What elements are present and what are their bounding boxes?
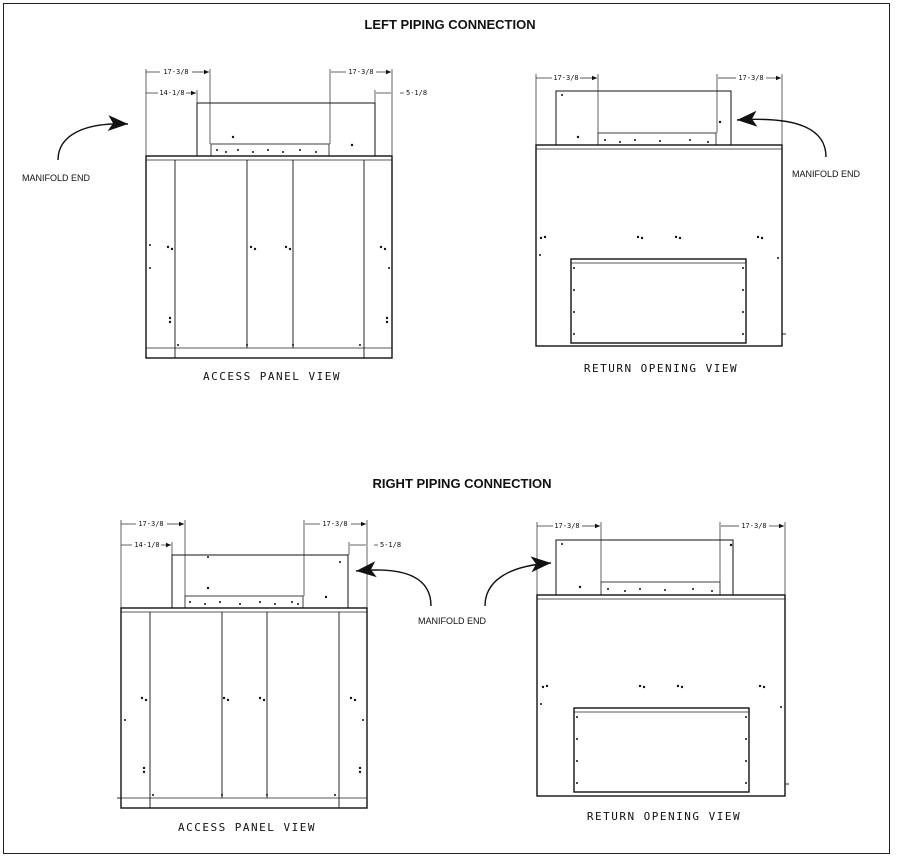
manifold-end-label: MANIFOLD END [792, 169, 861, 179]
cabinet-outline [536, 594, 786, 797]
return-opening-view-caption: RETURN OPENING VIEW [584, 362, 738, 375]
return-opening [573, 707, 750, 793]
access-panel-view-caption: ACCESS PANEL VIEW [203, 370, 341, 383]
access-panel-view-caption: ACCESS PANEL VIEW [178, 821, 316, 834]
dim-inner-left: 14-1/8 [134, 541, 159, 549]
manifold-end-arrow [57, 115, 129, 161]
right-piping-title: RIGHT PIPING CONNECTION [372, 476, 551, 491]
dim-inner-left: 14-1/8 [159, 89, 184, 97]
dim-outer-left: 17-3/8 [163, 68, 188, 76]
left-access-panel-view: 17-3/8 14-1/8 17-3/8 5-1/8 MANIFOLD END … [22, 68, 427, 383]
manifold-box [555, 539, 734, 596]
dim-right: 17-3/8 [741, 522, 766, 530]
dim-outer-left: 17-3/8 [138, 520, 163, 528]
manifold-box [171, 554, 349, 609]
coil-header [600, 581, 721, 596]
coil-header [210, 143, 330, 157]
cabinet-outline [145, 155, 393, 359]
manifold-end-arrow-right [484, 556, 552, 607]
return-opening [570, 258, 747, 344]
coil-header [597, 132, 717, 146]
left-return-opening-view: 17-3/8 17-3/8 MANIFOLD END RETURN OPENIN… [535, 74, 861, 375]
left-piping-title: LEFT PIPING CONNECTION [364, 17, 535, 32]
manifold-end-label: MANIFOLD END [418, 616, 487, 626]
manifold-end-label: MANIFOLD END [22, 173, 91, 183]
cabinet-outline [120, 607, 368, 809]
dim-outer-right: 17-3/8 [322, 520, 347, 528]
right-manifold-end-callout: MANIFOLD END [355, 556, 552, 626]
right-access-panel-view: 17-3/8 14-1/8 17-3/8 5-1/8 ACCESS PANEL … [117, 520, 401, 834]
cabinet-outline [535, 144, 783, 347]
dim-outer-right: 17-3/8 [348, 68, 373, 76]
manifold-box [555, 90, 732, 146]
manifold-end-arrow [736, 110, 827, 158]
manifold-box [196, 102, 376, 157]
dim-left: 17-3/8 [554, 522, 579, 530]
return-opening-view-caption: RETURN OPENING VIEW [587, 810, 741, 823]
coil-header [184, 595, 304, 609]
dim-right-offset: 5-1/8 [380, 541, 401, 549]
right-return-opening-view: 17-3/8 17-3/8 RETURN OPENING VIEW [536, 522, 789, 823]
dim-right: 17-3/8 [738, 74, 763, 82]
drawing-frame [3, 3, 890, 854]
dim-right-offset: 5-1/8 [406, 89, 427, 97]
manifold-end-arrow-left [355, 561, 432, 607]
dim-left: 17-3/8 [553, 74, 578, 82]
